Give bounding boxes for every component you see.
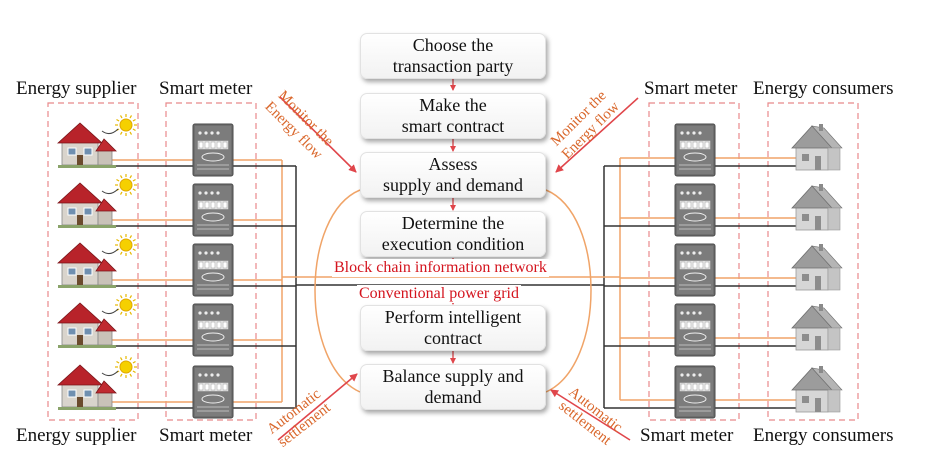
house-icon bbox=[791, 124, 843, 171]
smart-meter-icon bbox=[674, 243, 716, 297]
power-grid-label: Conventional power grid bbox=[357, 285, 521, 303]
step-perform-line2: contract bbox=[424, 328, 482, 348]
right-meter-label-bottom: Smart meter bbox=[640, 425, 734, 446]
right-meter-group-box bbox=[648, 102, 740, 421]
smart-meter-icon bbox=[192, 303, 234, 357]
step-determine: Determine the execution condition bbox=[360, 211, 546, 257]
center-loop-curve bbox=[314, 189, 361, 393]
smart-meter-icon bbox=[674, 123, 716, 177]
solar-house-icon bbox=[56, 234, 137, 288]
center-loop-curve-right bbox=[545, 189, 592, 393]
house-icon bbox=[791, 366, 843, 413]
step-balance-line1: Balance supply and bbox=[382, 366, 524, 386]
step-choose-party: Choose the transaction party bbox=[360, 33, 546, 79]
step-make-contract-line1: Make the bbox=[419, 95, 487, 115]
solar-house-icon bbox=[56, 356, 137, 410]
step-choose-party-line2: transaction party bbox=[392, 56, 514, 76]
left-meter-group-box bbox=[165, 102, 257, 421]
solar-house-icon bbox=[56, 174, 137, 228]
step-make-contract-line2: smart contract bbox=[401, 116, 505, 136]
smart-meter-icon bbox=[674, 365, 716, 419]
house-icon bbox=[791, 244, 843, 291]
solar-house-icon bbox=[56, 294, 137, 348]
supplier-group-box bbox=[47, 102, 139, 421]
step-perform: Perform intelligent contract bbox=[360, 305, 546, 351]
smart-meter-icon bbox=[192, 243, 234, 297]
smart-meter-icon bbox=[192, 183, 234, 237]
blockchain-network-label: Block chain information network bbox=[332, 259, 549, 277]
smart-meter-icon bbox=[192, 123, 234, 177]
house-icon bbox=[791, 184, 843, 231]
smart-meter-icon bbox=[192, 365, 234, 419]
step-make-contract: Make the smart contract bbox=[360, 93, 546, 139]
consumer-label-top: Energy consumers bbox=[753, 78, 894, 99]
step-balance: Balance supply and demand bbox=[360, 364, 546, 410]
monitor-left-arrow bbox=[279, 96, 357, 173]
step-determine-line2: execution condition bbox=[381, 234, 525, 254]
consumer-label-bottom: Energy consumers bbox=[753, 425, 894, 446]
supplier-label-top: Energy supplier bbox=[16, 78, 137, 99]
step-perform-line1: Perform intelligent bbox=[384, 307, 522, 327]
step-assess: Assess supply and demand bbox=[360, 152, 546, 198]
left-meter-label-top: Smart meter bbox=[159, 78, 253, 99]
smart-meter-icon bbox=[674, 303, 716, 357]
step-assess-line1: Assess bbox=[428, 154, 478, 174]
consumer-group-box bbox=[767, 102, 859, 421]
step-determine-line1: Determine the bbox=[401, 213, 505, 233]
smart-meter-icon bbox=[674, 183, 716, 237]
settle-left-arrow bbox=[277, 373, 358, 441]
solar-house-icon bbox=[56, 114, 137, 168]
house-icon bbox=[791, 304, 843, 351]
left-meter-label-bottom: Smart meter bbox=[159, 425, 253, 446]
supplier-label-bottom: Energy supplier bbox=[16, 425, 137, 446]
settle-right-arrow bbox=[550, 389, 631, 441]
step-assess-line2: supply and demand bbox=[383, 175, 523, 195]
monitor-right-arrow bbox=[555, 97, 639, 173]
step-balance-line2: demand bbox=[424, 387, 482, 407]
right-meter-label-top: Smart meter bbox=[644, 78, 738, 99]
step-choose-party-line1: Choose the bbox=[412, 35, 494, 55]
